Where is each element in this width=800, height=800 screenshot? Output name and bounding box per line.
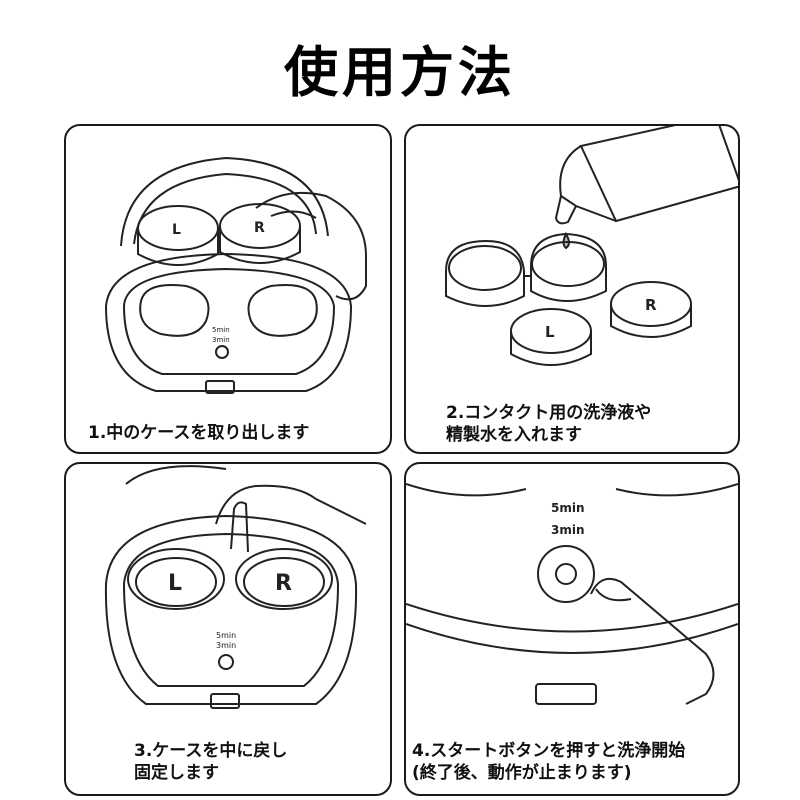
base-lens-label-left: L (168, 571, 182, 596)
step-1-panel: L R 5min 3min 1.中のケースを取り出します (64, 124, 392, 454)
timer-label-3min-3: 3min (216, 641, 236, 650)
power-button-icon-3 (218, 654, 234, 670)
step-1-illustration: L R 5min 3min (104, 156, 367, 394)
step-2-caption: 2.コンタクト用の洗浄液や 精製水を入れます (446, 402, 651, 446)
timer-label-5min-4: 5min (551, 501, 585, 515)
step-3-line-1: 3.ケースを中に戻し (134, 741, 288, 761)
cap-label-right: R (645, 296, 657, 314)
step-3-line-2: 固定します (134, 763, 219, 783)
timer-label-3min: 3min (212, 336, 230, 344)
step-2-panel: L R 2.コンタクト用の洗浄液や 精製水を入れます (404, 124, 740, 454)
page-title: 使用方法 (284, 41, 516, 104)
step-4-panel: 5min 3min 4.スタートボタンを押すと洗浄開始 (終了後、動作が止まりま… (404, 462, 740, 796)
lens-label-left: L (172, 222, 181, 238)
power-symbol-icon (555, 563, 577, 585)
step-1-caption: 1.中のケースを取り出します (88, 422, 309, 444)
step-2-illustration: L R (445, 126, 738, 366)
step-3-illustration: L R 5min 3min (104, 465, 367, 709)
step-1-line-1: 1.中のケースを取り出します (88, 423, 310, 443)
timer-label-5min-3: 5min (216, 631, 236, 640)
step-2-line-2: 精製水を入れます (446, 425, 582, 445)
timer-label-5min: 5min (212, 326, 230, 334)
lens-label-right: R (254, 220, 265, 236)
cap-label-left: L (545, 323, 555, 341)
step-4-line-1: 4.スタートボタンを押すと洗浄開始 (412, 741, 686, 761)
step-3-caption: 3.ケースを中に戻し 固定します (134, 740, 287, 784)
base-lens-label-right: R (275, 571, 292, 596)
step-2-line-1: 2.コンタクト用の洗浄液や (446, 403, 652, 423)
step-4-line-2: (終了後、動作が止まります) (412, 763, 632, 783)
step-4-illustration: 5min 3min (406, 483, 738, 705)
timer-label-3min-4: 3min (551, 523, 585, 537)
step-3-panel: L R 5min 3min 3.ケースを中に戻し 固定します (64, 462, 392, 796)
step-4-caption: 4.スタートボタンを押すと洗浄開始 (終了後、動作が止まります) (412, 740, 685, 784)
power-button-icon (215, 345, 229, 359)
